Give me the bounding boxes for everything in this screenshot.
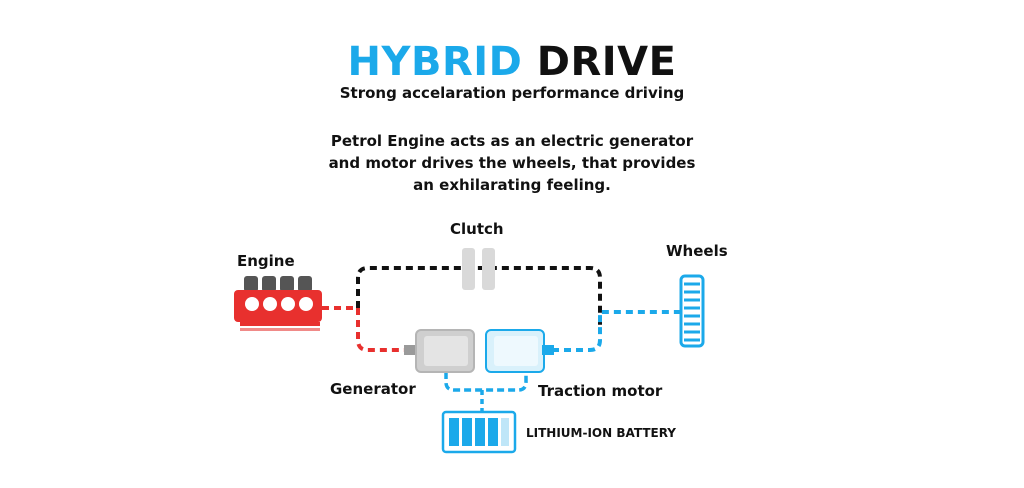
description-line: and motor drives the wheels, that provid…	[328, 154, 696, 172]
page-title: HYBRID DRIVE	[0, 38, 1024, 86]
engine-link	[322, 306, 405, 352]
generator-label: Generator	[330, 380, 416, 398]
title-hybrid: HYBRID	[347, 39, 523, 85]
traction-motor-icon	[485, 329, 554, 373]
description-line: Petrol Engine acts as an electric genera…	[330, 132, 694, 150]
wheel-icon	[679, 274, 705, 348]
clutch-label: Clutch	[450, 220, 504, 238]
mechanical-path	[356, 266, 602, 330]
title-drive: DRIVE	[536, 39, 677, 85]
traction-motor-label: Traction motor	[538, 382, 663, 400]
motor-wheel-link	[552, 310, 680, 352]
description: Petrol Engine acts as an electric genera…	[262, 130, 762, 196]
page-subtitle: Strong accelaration performance driving	[339, 84, 685, 102]
battery-label: LITHIUM-ION BATTERY	[526, 426, 676, 440]
clutch-icon	[462, 248, 495, 290]
electrical-path	[444, 372, 528, 392]
generator-icon	[404, 329, 475, 373]
battery-icon	[441, 410, 517, 454]
wheels-label: Wheels	[666, 242, 728, 260]
engine-label: Engine	[237, 252, 295, 270]
engine-icon	[234, 276, 322, 331]
description-line: an exhilarating feeling.	[413, 176, 611, 194]
